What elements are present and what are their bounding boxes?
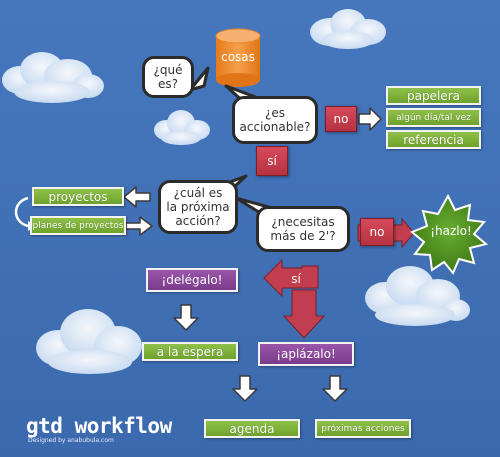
label-si-necesitas: sí <box>291 272 301 286</box>
box-papelera: papelera <box>386 86 481 105</box>
cloud-left <box>2 52 104 103</box>
arrow-to-proyectos <box>123 186 151 208</box>
arrow-down-proximas <box>322 375 348 402</box>
tail-que-es <box>188 66 210 92</box>
bubble-es-accionable: ¿es accionable? <box>232 96 318 144</box>
arrow-si-aplazalo <box>282 289 326 339</box>
cloud-middle-left <box>154 110 210 145</box>
box-referencia: referencia <box>386 130 481 149</box>
label-si-accionable: sí <box>256 146 288 176</box>
box-proximas-acciones: próximas acciones <box>315 419 411 438</box>
box-proyectos: proyectos <box>32 187 124 206</box>
bubble-que-es: ¿qué es? <box>142 56 194 98</box>
box-aplazalo: ¡aplázalo! <box>258 342 354 366</box>
arrow-from-planes <box>125 216 153 236</box>
arrow-down-delegalo <box>173 304 199 331</box>
cosas-label: cosas <box>221 50 255 64</box>
cloud-right <box>365 266 470 326</box>
box-a-la-espera: a la espera <box>142 342 238 361</box>
cosas-cylinder <box>215 28 261 87</box>
cloud-bottom-left <box>36 309 142 374</box>
designer-credit: Designed by anabubula.com <box>28 437 114 444</box>
bubble-necesitas: ¿necesitas más de 2'? <box>256 206 350 252</box>
arrow-no-right <box>358 107 382 131</box>
box-algun-dia: algún día/tal vez <box>386 108 481 127</box>
arrow-down-agenda <box>232 375 258 402</box>
box-agenda: agenda <box>204 419 300 438</box>
box-planes-proyectos: planes de proyectos <box>30 216 126 235</box>
bubble-cual-es: ¿cuál es la próxima acción? <box>158 180 238 234</box>
hazlo-label: ¡hazlo! <box>430 224 472 238</box>
diagram-title: gtd workflow <box>26 414 172 438</box>
box-delegalo: ¡delégalo! <box>146 268 238 292</box>
hazlo-starburst <box>410 193 489 275</box>
connector-proyectos-planes <box>14 196 29 228</box>
label-no-necesitas: no <box>360 218 394 246</box>
label-no-accionable: no <box>325 106 357 132</box>
cloud-top-right <box>310 9 386 49</box>
arrow-si-delegalo <box>263 258 319 298</box>
